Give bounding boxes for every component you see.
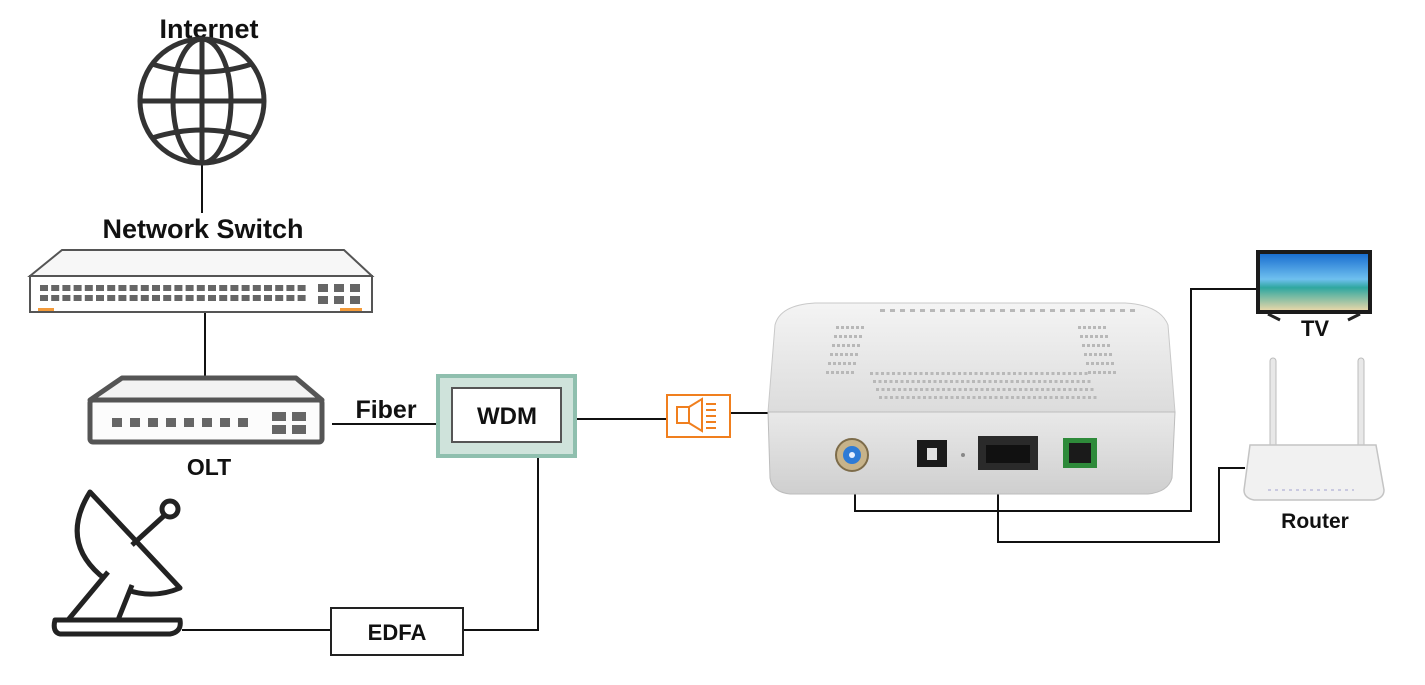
line-wdm-edfa (463, 457, 539, 631)
globe-icon (137, 36, 267, 166)
wdm-label: WDM (477, 403, 537, 430)
wdm-box-inner (451, 387, 562, 443)
onu-device-image (767, 302, 1176, 495)
fiber-connector-icon (666, 394, 731, 438)
power-port (917, 440, 947, 467)
edfa-box (330, 607, 464, 656)
satellite-dish-icon (51, 489, 183, 637)
edfa-node: EDFA (330, 607, 464, 656)
internet-node: Internet (137, 14, 267, 166)
tv-icon (1256, 250, 1372, 322)
line-onu-tv (854, 288, 1258, 512)
router-icon (1243, 357, 1385, 501)
network-switch-label: Network Switch (102, 214, 303, 244)
olt-device-icon (87, 375, 325, 445)
tv-node: TV (1256, 250, 1372, 341)
ethernet-port (978, 436, 1038, 470)
olt-label: OLT (187, 454, 231, 480)
edfa-label: EDFA (368, 620, 427, 645)
tv-label: TV (1301, 316, 1329, 341)
line-onu-router (997, 462, 1245, 543)
network-switch-icon (27, 249, 375, 313)
coax-port (835, 438, 869, 472)
wdm-node: WDM (436, 374, 577, 458)
optical-port (1063, 438, 1097, 468)
network-switch-node: Network Switch (27, 214, 375, 313)
router-node: Router (1243, 357, 1385, 533)
fiber-label: Fiber (355, 396, 416, 424)
olt-node: OLT (87, 375, 325, 480)
router-label: Router (1281, 510, 1349, 533)
connection-lines (182, 163, 1258, 631)
